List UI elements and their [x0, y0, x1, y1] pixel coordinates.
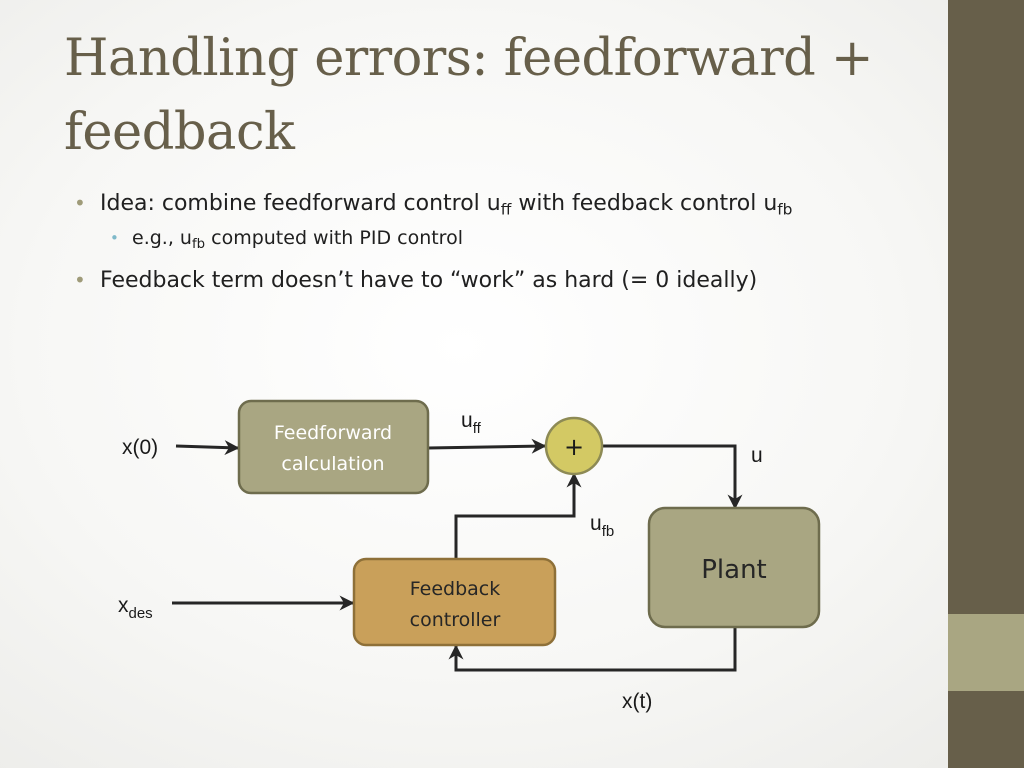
summing-junction: + — [544, 416, 604, 476]
uff-label-sub: ff — [473, 420, 482, 437]
plant-label: Plant — [701, 555, 767, 585]
feedback-controller-block: Feedback controller — [352, 557, 557, 647]
control-block-diagram: Feedforward calculation + Plant Feedback… — [118, 399, 821, 713]
bullet-idea-text-2: with feedback control u — [511, 191, 778, 216]
bullet-pid-example: e.g., ufb computed with PID control — [74, 223, 924, 253]
bullet-pid-text-2: computed with PID control — [205, 227, 463, 249]
xt-feedback-arrow — [448, 627, 737, 672]
ufb-label-main: u — [590, 512, 602, 535]
xdes-label-sub: des — [129, 605, 153, 622]
u-label: u — [751, 444, 763, 467]
feedback-label-line2: controller — [410, 609, 501, 631]
ufb-arrow — [454, 472, 582, 558]
xdes-label: xdes — [118, 594, 153, 622]
feedforward-block: Feedforward calculation — [237, 399, 430, 495]
slide-title: Handling errors: feedforward + feedback — [64, 22, 934, 170]
bullet-idea-sub-fb: fb — [777, 200, 793, 219]
x0-arrow — [175, 440, 240, 456]
summing-plus-symbol: + — [564, 433, 584, 461]
uff-arrow — [427, 438, 547, 454]
ufb-label-sub: fb — [602, 523, 615, 540]
bullet-idea-text-1: Idea: combine feedforward control u — [100, 191, 501, 216]
ufb-label: ufb — [590, 512, 614, 540]
title-line-1: Handling errors: feedforward + — [64, 29, 874, 88]
uff-label: uff — [461, 409, 482, 437]
uff-label-main: u — [461, 409, 473, 432]
x0-label: x(0) — [122, 436, 158, 459]
title-line-2: feedback — [64, 103, 295, 162]
plant-block: Plant — [647, 506, 821, 629]
u-arrow — [603, 444, 743, 510]
bullet-pid-text-1: e.g., u — [132, 227, 192, 249]
bullet-idea: Idea: combine feedforward control uff wi… — [74, 186, 924, 221]
bullet-pid-sub-fb: fb — [191, 236, 206, 252]
feedback-label-line1: Feedback — [410, 578, 500, 600]
bullet-feedback-term: Feedback term doesn’t have to “work” as … — [74, 263, 924, 298]
sidebar-accent-decoration — [948, 614, 1024, 691]
bullet-list: Idea: combine feedforward control uff wi… — [74, 186, 924, 298]
xt-label: x(t) — [622, 690, 652, 713]
xdes-label-main: x — [118, 594, 129, 617]
feedforward-label-line1: Feedforward — [274, 422, 392, 444]
feedforward-label-line2: calculation — [281, 453, 384, 475]
bullet-idea-sub-ff: ff — [500, 200, 512, 219]
